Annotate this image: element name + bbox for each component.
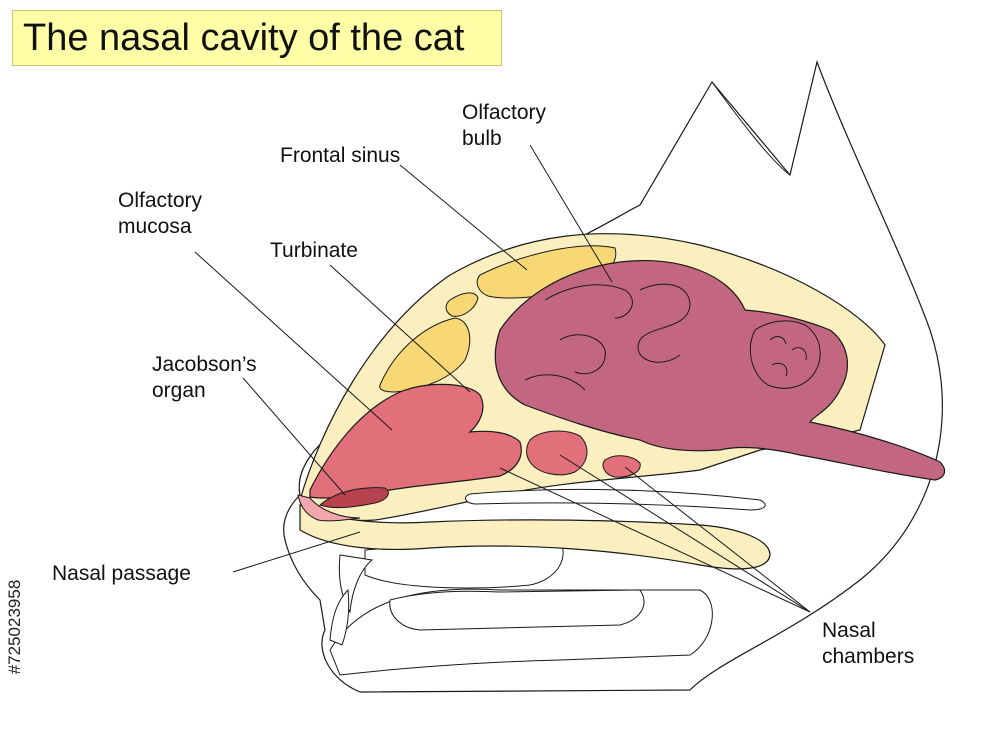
label-olfactory-bulb-line1: Olfactory	[462, 101, 547, 124]
jacobsons-organ-shape	[319, 487, 389, 509]
palate-gap	[464, 488, 766, 511]
leader-nasal-chambers-2	[559, 454, 811, 613]
label-olfactory-mucosa: Olfactory mucosa	[118, 188, 202, 240]
brain	[494, 260, 946, 481]
label-nasal-chambers-line1: Nasal	[822, 619, 876, 642]
label-olfactory-bulb-line2: bulb	[462, 127, 502, 150]
label-jacobsons-organ: Jacobson’s organ	[152, 352, 257, 404]
leader-olfactory-mucosa	[194, 251, 393, 431]
label-turbinate: Turbinate	[270, 239, 358, 262]
leader-nasal-chambers-1	[499, 467, 811, 613]
watermark: #725023958	[0, 514, 30, 740]
label-olfactory-mucosa-line1: Olfactory	[118, 189, 203, 212]
nose-tip	[297, 494, 361, 522]
watermark-text: #725023958	[5, 579, 24, 675]
diagram-title: The nasal cavity of the cat	[23, 17, 465, 59]
leader-frontal-sinus	[399, 164, 528, 271]
brain-folds	[524, 283, 691, 391]
label-nasal-chambers-line2: chambers	[822, 645, 915, 668]
leader-nasal-chambers-3	[624, 466, 811, 613]
olfactory-mucosa	[309, 383, 522, 499]
label-jacobsons-organ-line1: Jacobson’s	[152, 353, 257, 376]
cerebellum-folds	[769, 336, 807, 377]
leader-nasal-passage	[232, 531, 361, 573]
label-nasal-passage: Nasal passage	[52, 562, 191, 585]
ear-line	[711, 81, 791, 176]
lower-teeth	[389, 589, 645, 631]
frontal-sinus-3	[379, 317, 471, 393]
frontal-sinus-2	[445, 292, 479, 317]
canine-lower	[329, 588, 350, 646]
label-nasal-chambers: Nasal chambers	[822, 618, 914, 670]
label-olfactory-bulb: Olfactory bulb	[462, 100, 546, 152]
label-frontal-sinus: Frontal sinus	[280, 144, 401, 167]
leader-olfactory-bulb	[529, 144, 613, 283]
cerebellum	[749, 320, 821, 389]
leader-turbinate	[329, 264, 471, 393]
palate	[299, 504, 771, 570]
title-box: The nasal cavity of the cat	[12, 10, 502, 66]
label-olfactory-mucosa-line2: mucosa	[118, 215, 192, 238]
leader-jacobsons-organ	[242, 377, 346, 496]
leader-lines	[194, 144, 811, 613]
label-jacobsons-organ-line2: organ	[152, 379, 206, 402]
nasal-chamber-1	[526, 430, 588, 476]
